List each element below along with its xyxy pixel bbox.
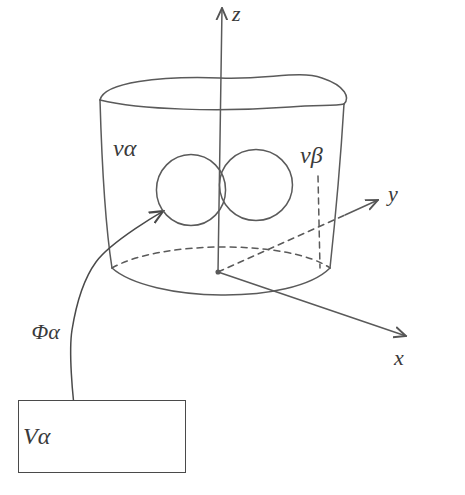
cylinder-left-wall	[100, 100, 112, 268]
axis-label: x	[394, 346, 404, 370]
circle-path	[220, 149, 293, 220]
mode-label: νβ	[300, 142, 323, 168]
x-axis	[218, 272, 406, 336]
box-label: Vα	[19, 401, 185, 449]
signal-label: Φα	[29, 320, 61, 344]
axis-label: y	[388, 182, 398, 206]
cylinder-bottom-front	[112, 268, 330, 295]
cylinder-top-back	[100, 75, 346, 104]
y-axis-hidden	[218, 215, 345, 272]
cylinder-bottom-back	[112, 247, 330, 268]
mode-circle: να	[155, 153, 227, 227]
source-box: Vα	[18, 400, 186, 473]
circle-path	[156, 154, 225, 225]
circle-outline	[218, 148, 294, 222]
hidden-edge	[318, 176, 320, 268]
z-axis	[218, 8, 222, 272]
cylinder-right-wall	[330, 104, 344, 268]
circle-outline	[155, 153, 227, 227]
signal-connector	[71, 211, 164, 400]
axis-label: z	[232, 2, 241, 26]
mode-label: να	[113, 135, 136, 161]
origin-dot	[216, 270, 220, 274]
cylinder-top-front	[100, 100, 344, 110]
mode-circle: νβ	[218, 148, 294, 222]
y-axis	[345, 200, 378, 215]
